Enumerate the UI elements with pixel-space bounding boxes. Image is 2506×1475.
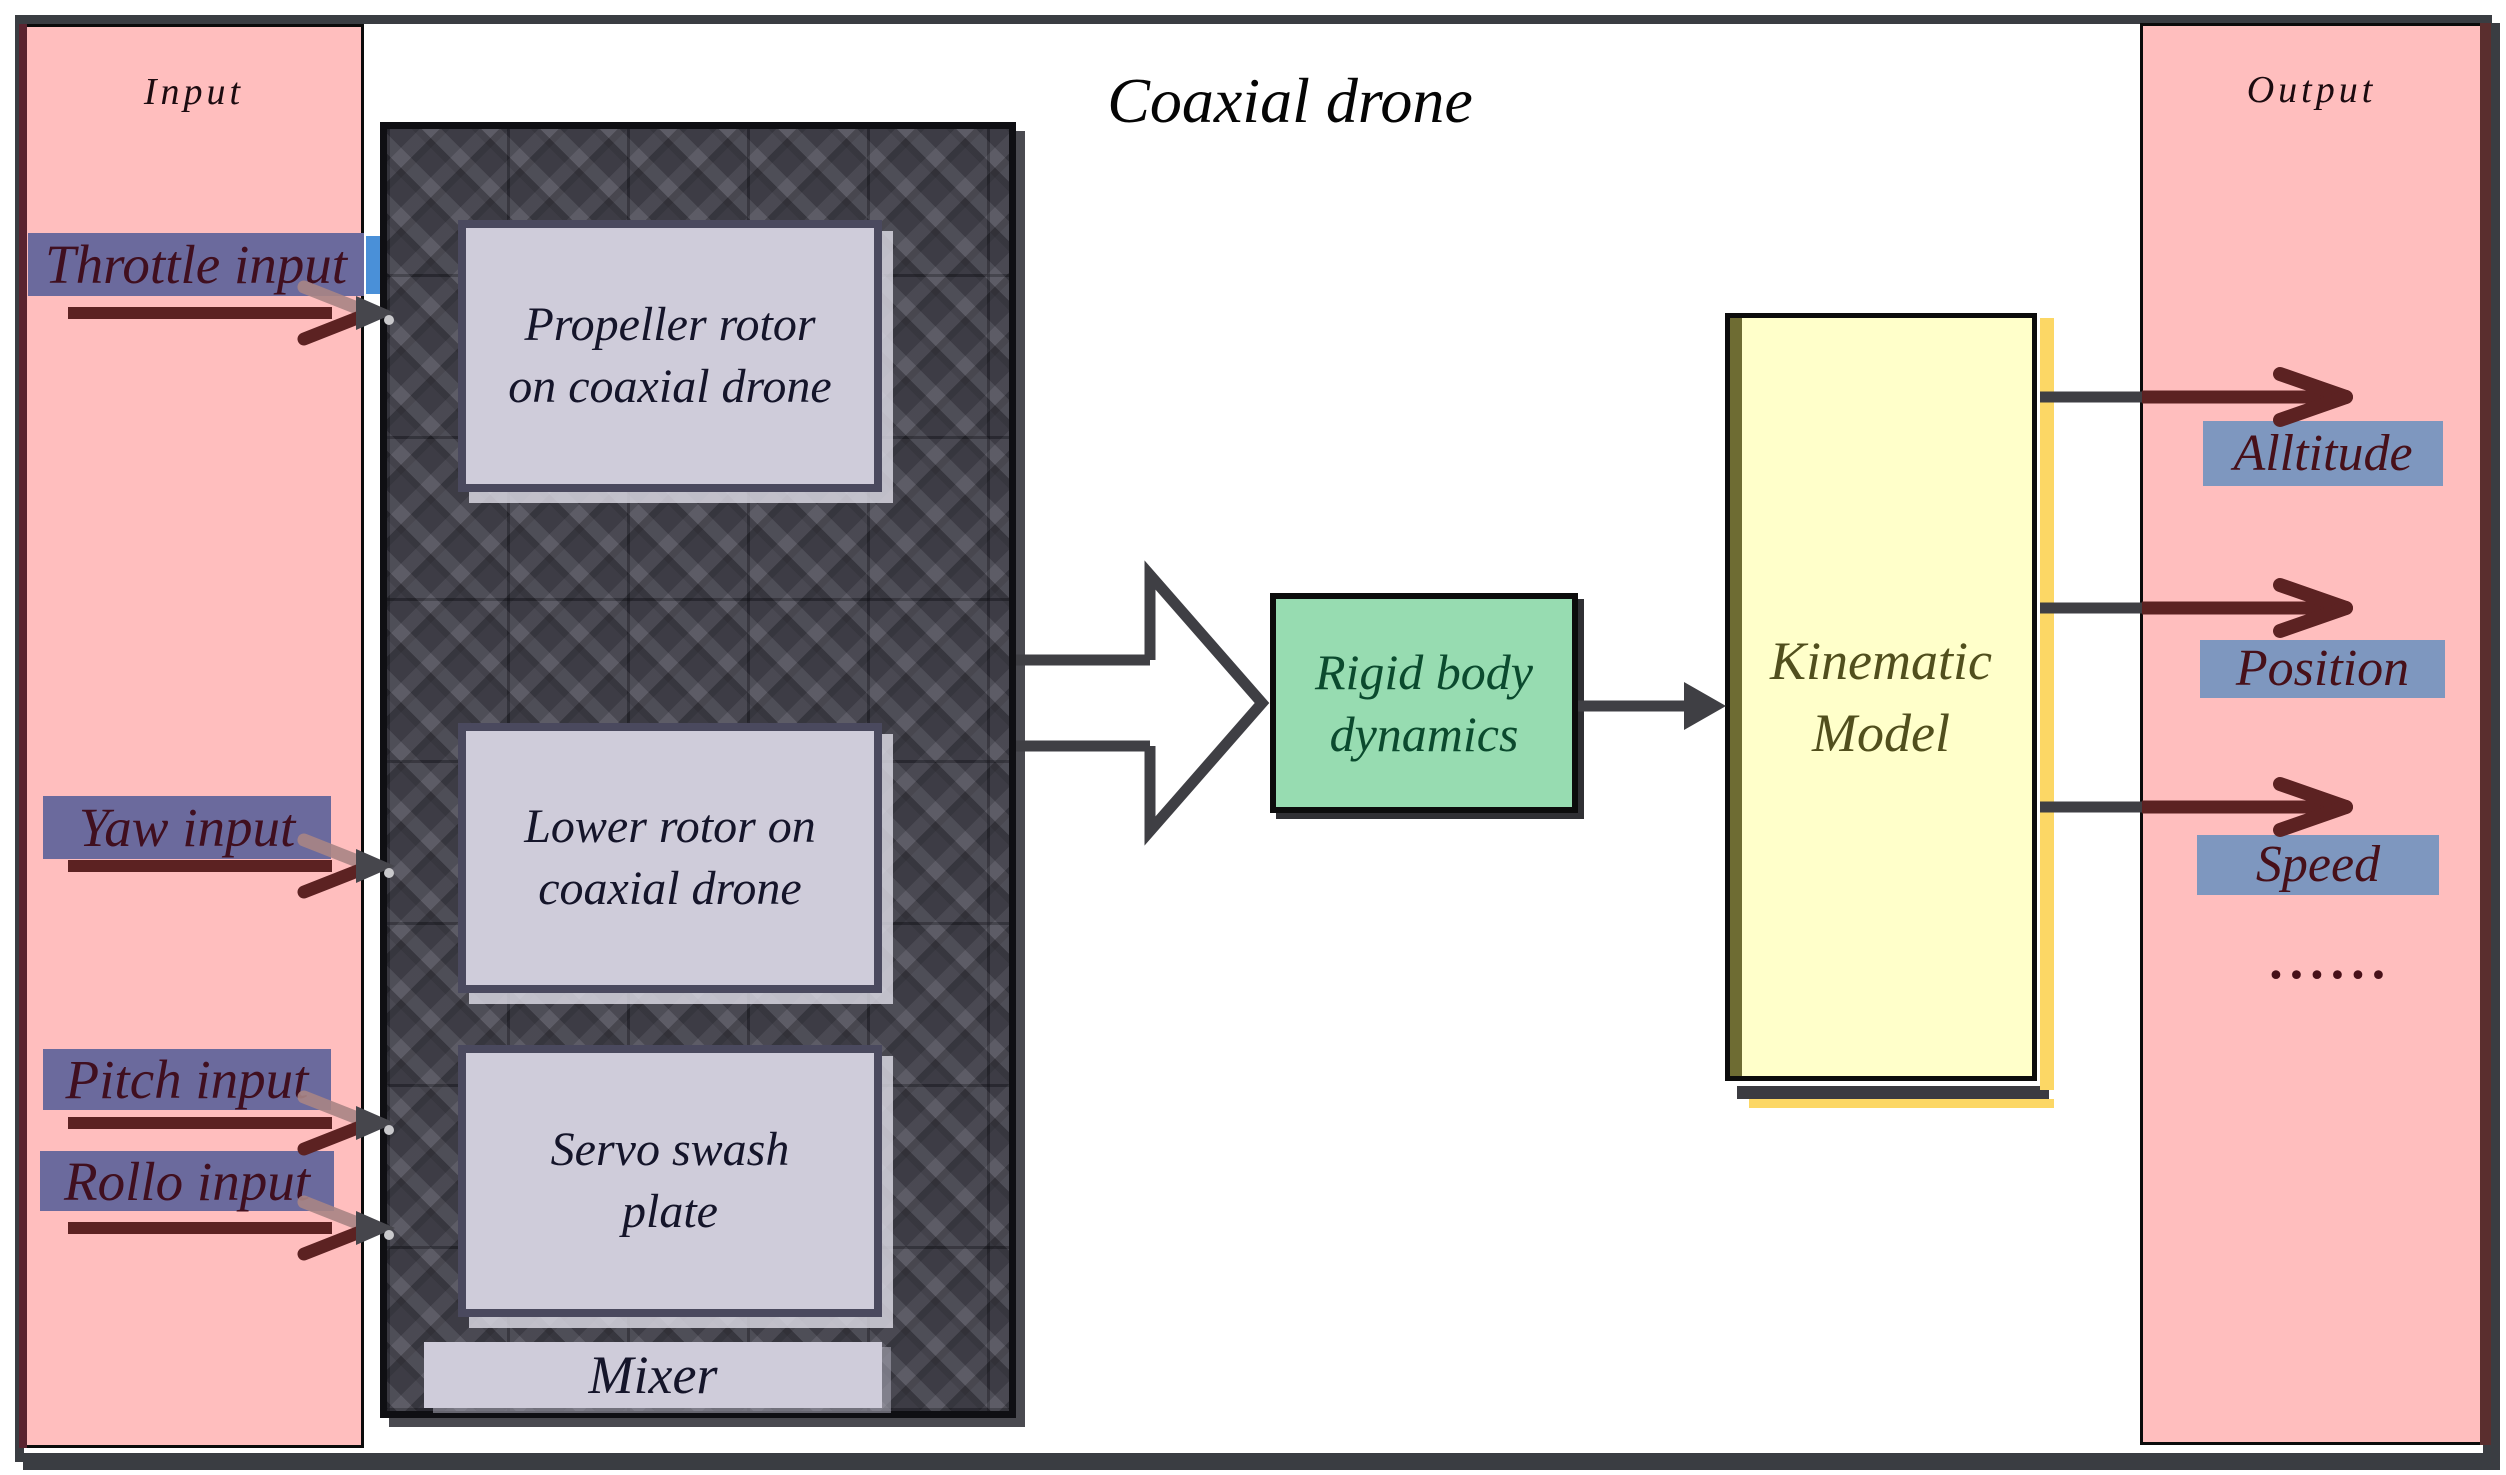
block-servo-swash-plate: Servo swash plate: [458, 1045, 882, 1317]
kinematic-box-glow-right: [2040, 318, 2054, 1090]
input-label-yaw: Yaw input: [43, 796, 331, 859]
input-label-throttle: Throttle input: [28, 233, 364, 296]
input-label-pitch: Pitch input: [43, 1049, 331, 1110]
rigid-body-dynamics-box: Rigid body dynamics: [1270, 593, 1578, 813]
output-label-position: Position: [2200, 640, 2445, 698]
block-lower-rotor: Lower rotor on coaxial drone: [458, 723, 882, 993]
output-ellipsis: ......: [2268, 913, 2392, 995]
block-propeller-rotor: Propeller rotor on coaxial drone: [458, 220, 882, 492]
kinematic-box-shadow: [1737, 1086, 2049, 1099]
input-label-rollo: Rollo input: [40, 1151, 334, 1211]
input-panel-title: Input: [143, 71, 245, 113]
mixer-caption: Mixer: [424, 1342, 882, 1408]
kinematic-model-box: Kinematic Model: [1725, 313, 2037, 1081]
output-label-alltitude: Alltitude: [2203, 421, 2443, 486]
output-label-speed: Speed: [2197, 835, 2439, 895]
throttle-blue-accent: [366, 236, 382, 294]
diagram-title: Coaxial drone: [1107, 65, 1473, 136]
kinematic-box-glow-bottom: [1749, 1099, 2054, 1108]
output-panel: [2140, 23, 2491, 1445]
output-panel-title: Output: [2246, 69, 2377, 111]
